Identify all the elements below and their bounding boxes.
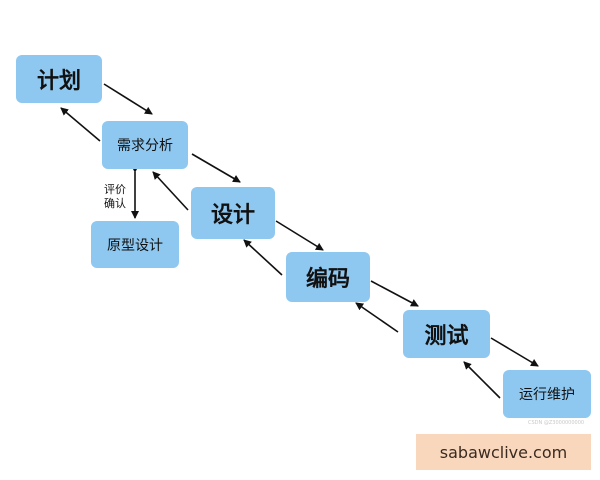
step-plan-label: 计划 (36, 69, 81, 94)
step-maintenance-label: 运行维护 (519, 387, 575, 403)
step-coding: 编码 (286, 252, 370, 302)
step-testing: 测试 (403, 310, 490, 358)
step-testing-label: 测试 (424, 324, 469, 349)
arrow-coding-to-design (243, 239, 283, 276)
watermark-site: sabawclive.com (416, 434, 591, 470)
step-coding-label: 编码 (305, 267, 350, 292)
arrow-plan-to-requirements (103, 83, 153, 115)
step-requirements: 需求分析 (102, 121, 188, 169)
step-design-label: 设计 (210, 203, 255, 228)
arrow-testing-to-maintenance (490, 337, 539, 367)
step-prototype-label: 原型设计 (107, 237, 163, 254)
arrow-coding-to-testing (370, 280, 419, 307)
arrow-maintenance-to-testing (463, 361, 501, 399)
note-line-1: 评价 (104, 183, 126, 196)
step-maintenance: 运行维护 (503, 370, 591, 418)
watermark-small: CSDN @Z3000000000 (528, 420, 585, 426)
arrow-requirements-to-plan (60, 107, 101, 142)
watermark-site-text: sabawclive.com (439, 442, 568, 462)
arrow-testing-to-coding (355, 302, 399, 333)
evaluate-confirm-note: 评价 确认 (104, 183, 126, 211)
note-line-2: 确认 (104, 197, 126, 210)
step-requirements-label: 需求分析 (117, 138, 173, 154)
step-prototype: 原型设计 (91, 221, 179, 268)
arrow-design-to-coding (275, 220, 324, 251)
step-plan: 计划 (16, 55, 102, 103)
arrow-design-to-requirements (152, 171, 189, 211)
step-design: 设计 (191, 187, 275, 239)
arrow-requirements-to-design (191, 153, 241, 183)
